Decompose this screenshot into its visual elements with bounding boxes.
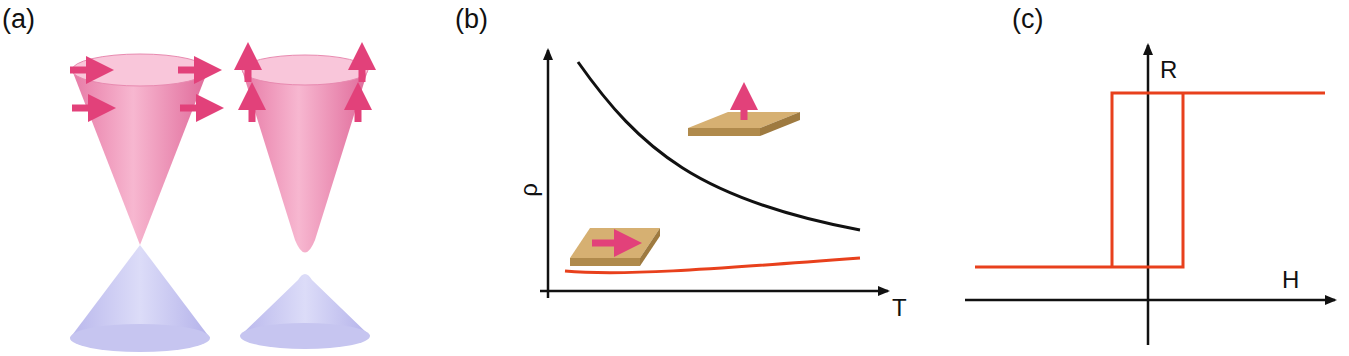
metallic-curve <box>565 258 860 273</box>
film-in-plane <box>570 228 660 266</box>
dirac-cone <box>70 54 210 352</box>
insulating-curve <box>578 62 860 230</box>
panel-label: (b) <box>455 6 488 33</box>
axis-label: T <box>892 296 907 320</box>
panel-label: (c) <box>1012 6 1043 33</box>
panel-label: (a) <box>2 6 35 33</box>
gapped-cone <box>240 55 370 349</box>
film-out-of-plane <box>688 96 800 136</box>
rho-t-axes <box>540 50 888 298</box>
axis-label: H <box>1282 268 1299 292</box>
r-h-axes <box>965 45 1335 345</box>
hysteresis-loop <box>975 93 1325 267</box>
axis-label: ρ <box>517 183 541 197</box>
axis-label: R <box>1160 58 1177 82</box>
